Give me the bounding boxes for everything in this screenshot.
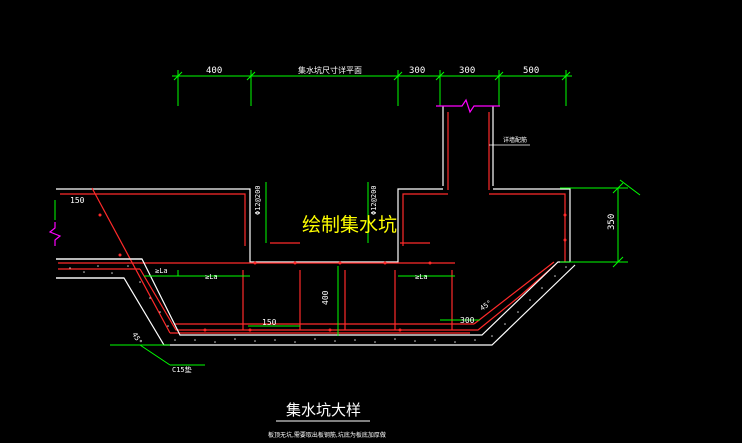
wall-outline [442, 106, 494, 186]
dim-top-2: 集水坑尺寸详平面 [298, 65, 362, 75]
subtitle-note: 板顶无坑,需要取出板钢筋,坑底为板底加厚做 [268, 431, 386, 439]
wall-rebar-note: 详墙配筋 [503, 136, 527, 144]
interior-dim-lines [54, 179, 641, 366]
pit-shell-hatch [69, 265, 567, 343]
main-title: 集水坑大样 [286, 401, 361, 419]
rebar-left-vertical: Φ12@200 [254, 185, 262, 215]
rebar-dots [98, 213, 567, 332]
top-dimension-chain [172, 70, 572, 106]
dim-pit-bottom: 300 [460, 316, 475, 325]
dim-top-1: 400 [206, 66, 222, 76]
rebar-la-2: ≥La [205, 273, 218, 281]
dim-center: 400 [321, 290, 330, 305]
dim-top-4: 300 [459, 66, 475, 76]
rebar-right-vertical: Φ12@200 [370, 185, 378, 215]
dim-top-3: 300 [409, 66, 425, 76]
rebar-la-1: ≥La [155, 267, 168, 275]
left-cut-mark [48, 222, 62, 246]
wall-rebar [447, 112, 490, 190]
rebar-la-3: ≥La [415, 273, 428, 281]
dim-left-top: 150 [70, 196, 85, 205]
overlay-title: 绘制集水坑 [302, 214, 397, 236]
wall-cut-mark [436, 98, 500, 114]
dim-right: 350 [607, 214, 617, 230]
concrete-note: C15垫 [172, 365, 192, 374]
dim-top-5: 500 [523, 66, 539, 76]
dim-bottom: 150 [262, 318, 277, 327]
